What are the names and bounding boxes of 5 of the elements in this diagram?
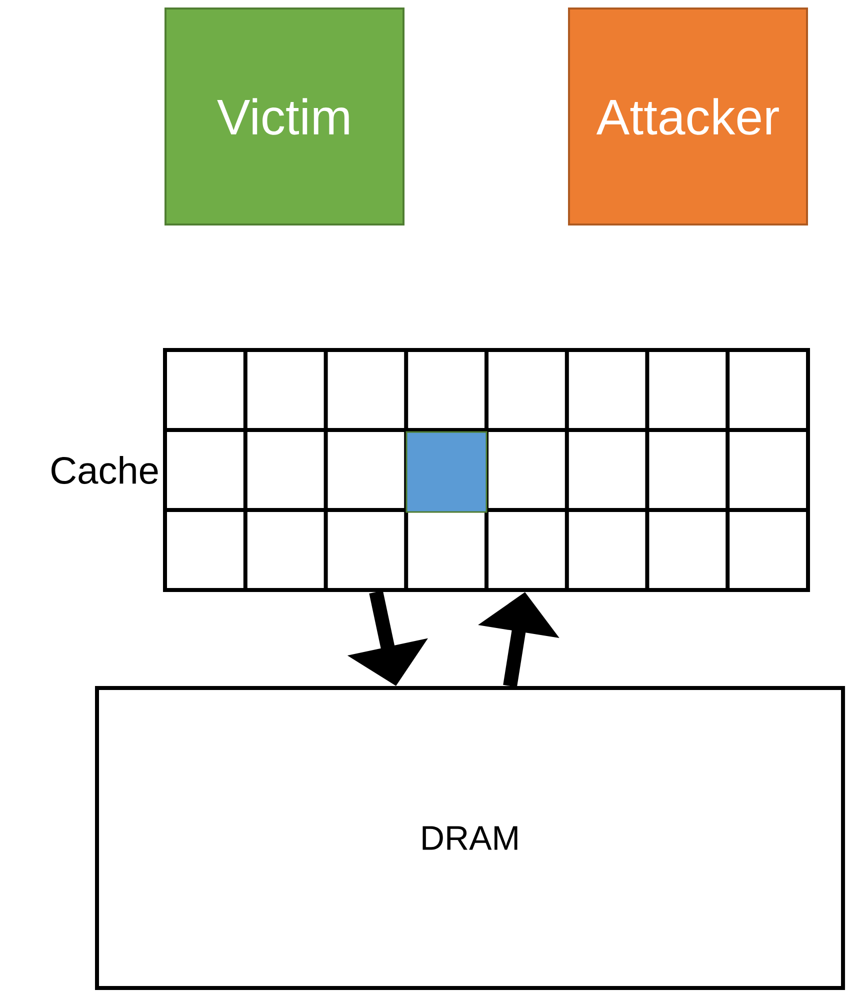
victim-box: Victim (164, 8, 404, 226)
node-label: Cache (52, 456, 158, 484)
attacker-box: Attacker (568, 8, 808, 226)
dram-box: DRAM (95, 686, 845, 990)
cache-grid: Cache (52, 348, 810, 592)
